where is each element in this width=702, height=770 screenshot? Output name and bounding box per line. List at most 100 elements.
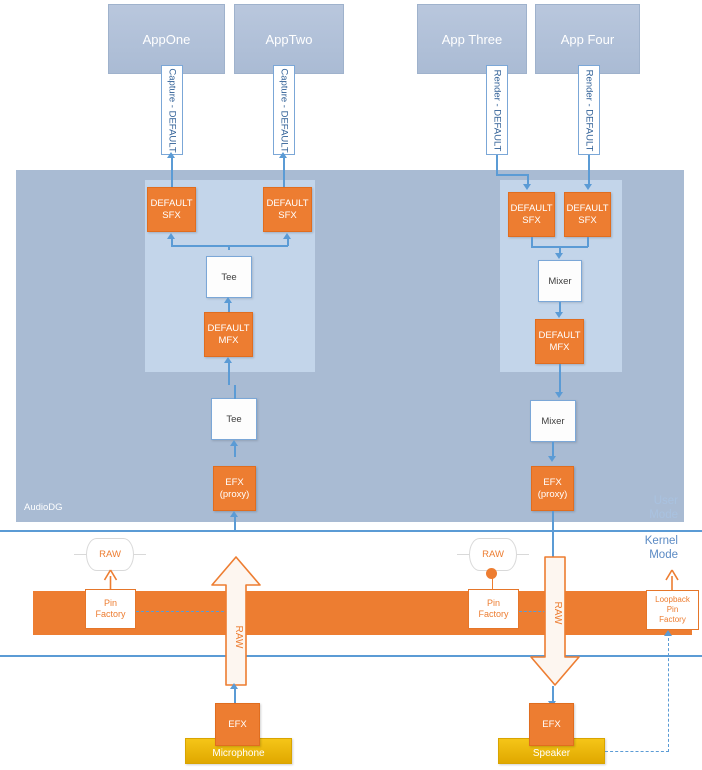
node-line1: EFX bbox=[542, 718, 561, 730]
node-default-sfx-render-left[interactable]: DEFAULT SFX bbox=[508, 192, 555, 237]
loopback-pin-factory[interactable]: Loopback Pin Factory bbox=[646, 590, 699, 630]
connector-appfour-drop bbox=[588, 155, 590, 185]
arrow-up-mfx-capture bbox=[224, 357, 232, 363]
arrow-down-mixer-outer bbox=[555, 392, 563, 398]
arrow-down-sfx-render-right bbox=[584, 184, 592, 190]
node-line1: EFX bbox=[225, 476, 244, 488]
raw-callout-mid-tick-right bbox=[517, 554, 529, 556]
node-line1: EFX bbox=[228, 718, 247, 730]
pin-factory-line1: Pin bbox=[103, 598, 117, 608]
connector-teeouter-to-mfx bbox=[228, 360, 230, 385]
node-label: Tee bbox=[226, 413, 242, 425]
connector-tee-split-left bbox=[171, 239, 173, 246]
node-line2: SFX bbox=[162, 209, 181, 221]
node-label: Mixer bbox=[548, 275, 572, 287]
arrow-up-sfx-right bbox=[283, 233, 291, 239]
arrow-up-apptwo bbox=[279, 152, 287, 158]
node-line1: DEFAULT bbox=[538, 329, 581, 341]
node-label: Mixer bbox=[541, 415, 565, 427]
pin-factory-line1: Pin bbox=[486, 598, 500, 608]
raw-block-arrow-render-label: RAW bbox=[552, 602, 563, 626]
raw-callout-capture: RAW bbox=[86, 538, 134, 571]
raw-callout-render: RAW bbox=[469, 538, 517, 571]
raw-block-arrow-capture-label: RAW bbox=[233, 626, 244, 650]
connector-mfx-to-mixer-outer bbox=[559, 364, 561, 394]
pin-factory-capture[interactable]: Pin Factory bbox=[85, 589, 136, 629]
loopback-line1: Loopback bbox=[655, 595, 690, 604]
device-speaker[interactable]: Speaker bbox=[498, 738, 605, 764]
raw-callout-tick-left bbox=[74, 554, 86, 556]
node-mixer-render-outer[interactable]: Mixer bbox=[530, 400, 576, 442]
pipe-render-default-appfour[interactable]: Render - DEFAULT bbox=[578, 65, 600, 155]
node-mixer-render-inner[interactable]: Mixer bbox=[538, 260, 582, 302]
raw-callout-mid-tick-left bbox=[457, 554, 469, 556]
arrow-up-loopback bbox=[664, 630, 672, 636]
loopback-line2: Pin bbox=[666, 605, 679, 614]
node-default-sfx-render-right[interactable]: DEFAULT SFX bbox=[564, 192, 611, 237]
app-label: AppTwo bbox=[265, 31, 313, 47]
connector-mixerouter-to-efx bbox=[552, 442, 554, 458]
node-line2: MFX bbox=[549, 341, 570, 353]
raw-block-arrow-capture: RAW bbox=[211, 556, 261, 686]
connector-rawarrow-to-efx-capture bbox=[234, 514, 236, 530]
connector-mic-efx-to-rawarrow bbox=[234, 686, 236, 706]
pipe-capture-default-apptwo[interactable]: Capture - DEFAULT bbox=[273, 65, 295, 155]
node-default-mfx-render[interactable]: DEFAULT MFX bbox=[535, 319, 584, 364]
node-default-sfx-capture-left[interactable]: DEFAULT SFX bbox=[147, 187, 196, 232]
pipe-capture-default-appone[interactable]: Capture - DEFAULT bbox=[161, 65, 183, 155]
arrow-down-mixer-inner bbox=[555, 253, 563, 259]
user-mode-label: User Mode bbox=[614, 494, 678, 522]
node-efx-proxy-capture[interactable]: EFX (proxy) bbox=[213, 466, 256, 511]
pin-factory-render[interactable]: Pin Factory bbox=[468, 589, 519, 629]
arrow-up-efx-capture bbox=[230, 511, 238, 517]
audiodg-label: AudioDG bbox=[24, 502, 63, 513]
connector-sfxL-down bbox=[531, 237, 533, 247]
node-line2: SFX bbox=[522, 214, 541, 226]
node-line2: SFX bbox=[278, 209, 297, 221]
connector-sfxR-to-apptwo bbox=[283, 155, 285, 187]
node-efx-microphone[interactable]: EFX bbox=[215, 703, 260, 746]
connector-mixer-stem bbox=[559, 246, 561, 254]
kernel-driver-strip bbox=[33, 591, 692, 635]
raw-link-render bbox=[492, 572, 494, 592]
connector-tee-stem bbox=[228, 245, 230, 250]
app-box-apptwo[interactable]: AppTwo bbox=[234, 4, 344, 74]
dashed-loopback-horizontal bbox=[605, 751, 669, 752]
node-default-sfx-capture-right[interactable]: DEFAULT SFX bbox=[263, 187, 312, 232]
connector-mfx-to-tee-inner bbox=[228, 300, 230, 312]
node-efx-proxy-render[interactable]: EFX (proxy) bbox=[531, 466, 574, 511]
app-label: App Four bbox=[560, 31, 615, 47]
raw-callout-label: RAW bbox=[482, 549, 504, 560]
node-line1: DEFAULT bbox=[150, 197, 193, 209]
arrow-up-mic-efx bbox=[230, 683, 238, 689]
raw-callout-label: RAW bbox=[99, 549, 121, 560]
user-mode-line2: Mode bbox=[649, 509, 678, 521]
app-box-appone[interactable]: AppOne bbox=[108, 4, 225, 74]
app-box-appfour[interactable]: App Four bbox=[535, 4, 640, 74]
pipe-label: Capture - DEFAULT bbox=[278, 67, 290, 153]
app-label: AppOne bbox=[142, 31, 191, 47]
node-line2: MFX bbox=[218, 334, 239, 346]
connector-sfxR-down bbox=[587, 237, 589, 247]
pin-factory-line2: Factory bbox=[478, 609, 509, 619]
node-line2: (proxy) bbox=[219, 488, 250, 500]
node-line2: SFX bbox=[578, 214, 597, 226]
node-line1: DEFAULT bbox=[266, 197, 309, 209]
pipe-render-default-appthree[interactable]: Render - DEFAULT bbox=[486, 65, 508, 155]
arrow-down-mfx-render bbox=[555, 312, 563, 318]
node-tee-capture-outer[interactable]: Tee bbox=[211, 398, 257, 440]
node-default-mfx-capture[interactable]: DEFAULT MFX bbox=[204, 312, 253, 357]
user-kernel-divider-bottom bbox=[0, 655, 702, 657]
node-line1: DEFAULT bbox=[566, 202, 609, 214]
node-line1: DEFAULT bbox=[510, 202, 553, 214]
arrow-up-appone bbox=[167, 152, 175, 158]
node-efx-speaker[interactable]: EFX bbox=[529, 703, 574, 746]
connector-efx-to-rawarrow-render bbox=[552, 511, 554, 559]
connector-efx-to-tee-outer bbox=[234, 443, 236, 457]
user-mode-line1: User bbox=[653, 495, 678, 507]
loopback-line3: Factory bbox=[659, 615, 686, 624]
node-tee-capture-inner[interactable]: Tee bbox=[206, 256, 252, 298]
kernel-mode-line1: Kernel bbox=[644, 535, 678, 547]
app-box-appthree[interactable]: App Three bbox=[417, 4, 527, 74]
user-kernel-divider-top bbox=[0, 530, 702, 532]
